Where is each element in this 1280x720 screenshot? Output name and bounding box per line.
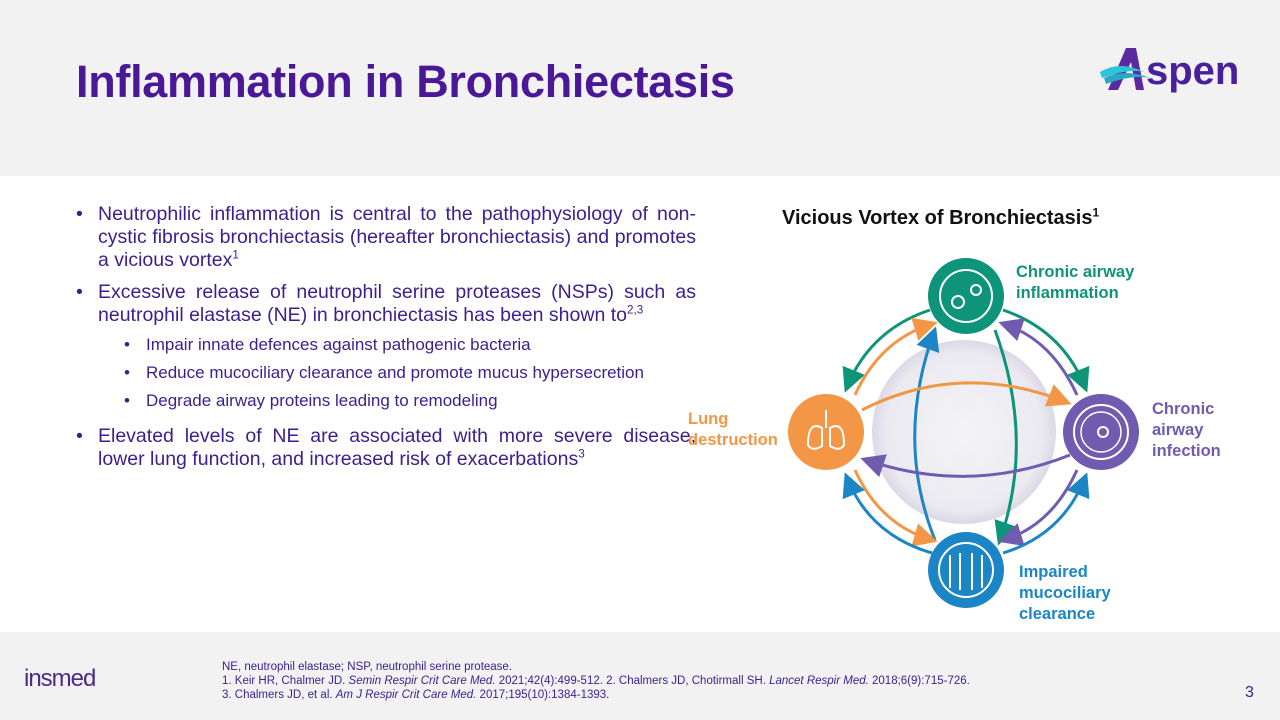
arrow-lung-to-infection [861, 381, 1072, 412]
bullet-item: Excessive release of neutrophil serine p… [76, 281, 696, 327]
lungs-icon [806, 410, 846, 450]
slide-title: Inflammation in Bronchiectasis [76, 56, 735, 107]
infection-node [1063, 394, 1139, 470]
arrow-inflammation-to-clearance [993, 329, 1018, 546]
center-sphere [872, 340, 1056, 524]
lung-node [788, 394, 864, 470]
arrow-clearance-to-inflammation [913, 326, 940, 541]
sub-bullet-item: Reduce mucociliary clearance and promote… [76, 362, 676, 383]
references: NE, neutrophil elastase; NSP, neutrophil… [222, 661, 970, 701]
logo-text: spen [1146, 49, 1239, 93]
footer-band [0, 632, 1280, 720]
sub-bullet-item: Degrade airway proteins leading to remod… [76, 390, 676, 411]
cilia-cells-icon [938, 542, 994, 598]
page-number: 3 [1245, 684, 1254, 701]
arrow-inflammation-to-infection [1002, 308, 1090, 393]
clearance-node [928, 532, 1004, 608]
diagram-title: Vicious Vortex of Bronchiectasis1 [782, 205, 1100, 229]
arrow-inflammation-to-lung [842, 308, 931, 393]
header-band [0, 0, 1280, 176]
arrow-infection-to-lung [860, 453, 1071, 478]
bullet-item: Neutrophilic inflammation is central to … [76, 203, 696, 272]
arrow-clearance-to-lung [842, 472, 933, 555]
bullet-list: Neutrophilic inflammation is central to … [76, 203, 696, 480]
arrow-infection-to-inflammation [998, 318, 1079, 396]
bacteria-petri-icon [1073, 404, 1129, 460]
arrow-clearance-to-infection [1002, 472, 1090, 555]
bullet-item: Elevated levels of NE are associated wit… [76, 425, 696, 471]
sub-bullet-item: Impair innate defences against pathogeni… [76, 334, 676, 355]
cell-icon [939, 269, 993, 323]
insmed-logo: insmed [24, 665, 96, 692]
inflammation-node [928, 258, 1004, 334]
aspen-logo: spen [1100, 48, 1239, 93]
